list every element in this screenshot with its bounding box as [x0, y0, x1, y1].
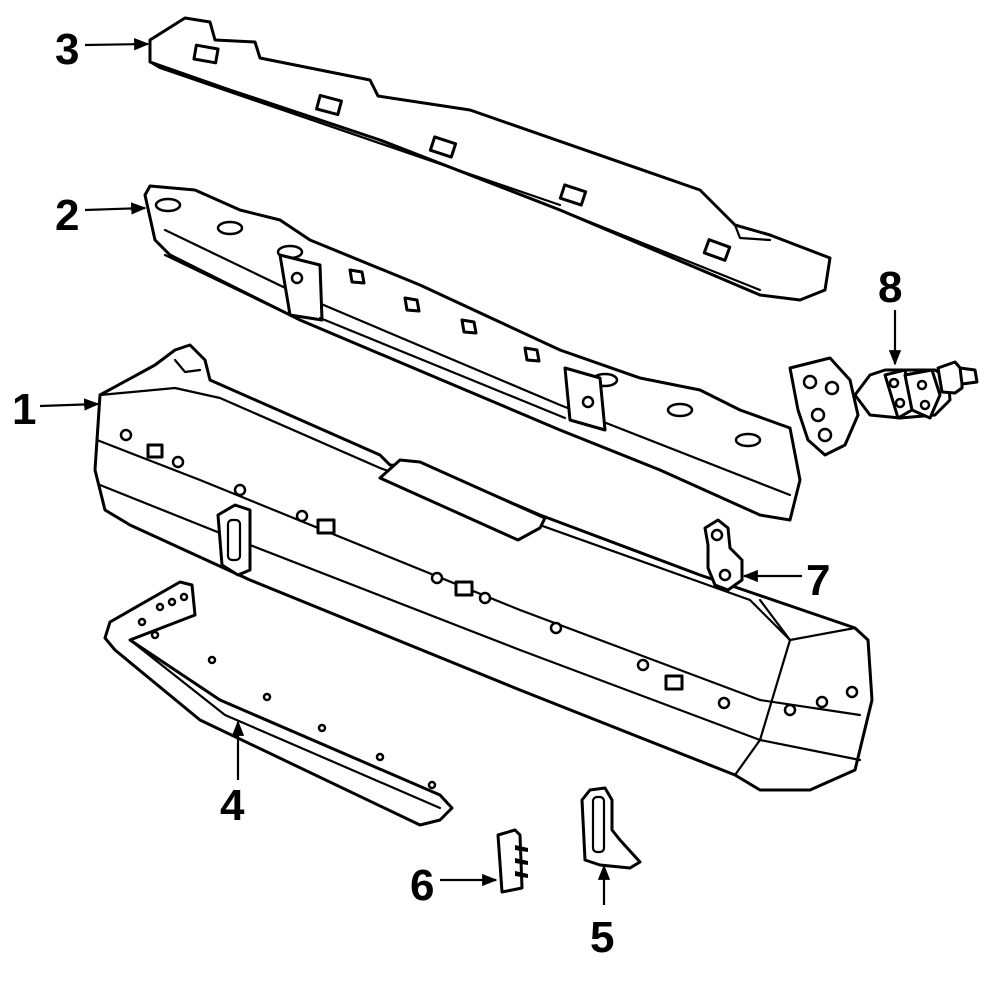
callout-1: 1 [12, 385, 36, 434]
callout-7: 7 [806, 556, 830, 605]
part-7-small-bracket [703, 518, 744, 592]
callout-3: 3 [55, 25, 79, 74]
part-8-mounting-bracket [788, 356, 979, 457]
callout-5: 5 [590, 913, 614, 962]
part-2-energy-absorber [143, 184, 802, 522]
part-6-clip [496, 828, 528, 894]
part-4-lower-molding [103, 580, 454, 827]
part-3-reinforcement-strip [148, 16, 832, 302]
callout-8: 8 [878, 263, 902, 312]
part-1-bumper-cover [93, 343, 874, 792]
callout-6: 6 [410, 861, 434, 910]
callout-2: 2 [55, 191, 79, 240]
callout-4: 4 [220, 781, 245, 830]
part-5-guard [580, 786, 642, 870]
